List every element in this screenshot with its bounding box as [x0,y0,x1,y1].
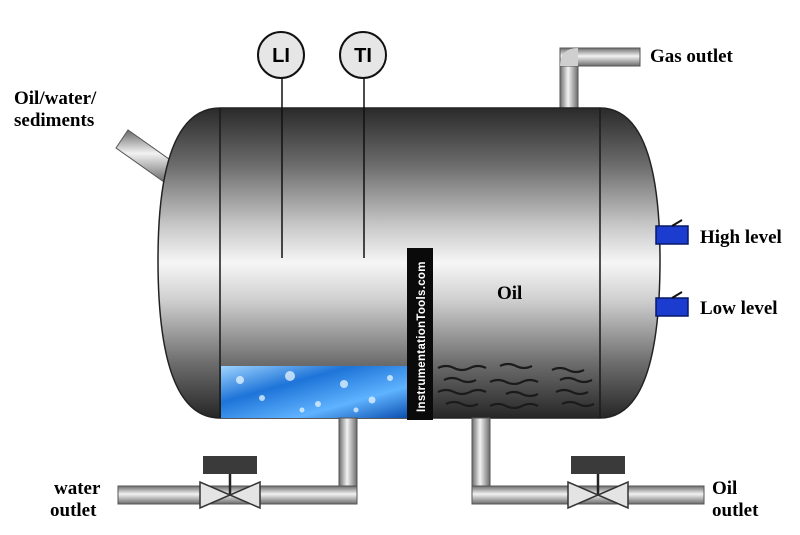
weir-plate: InstrumentationTools.com [407,248,433,420]
inlet-label-line1: Oil/water/ [14,88,97,109]
inlet-label-line2: sediments [14,110,94,131]
oil-zone-label: Oil [497,283,522,304]
water-layer [221,366,407,418]
oil-outlet-valve [567,456,629,510]
ti-label: TI [354,45,372,67]
water-outlet-label-line2: outlet [50,500,97,521]
low-level-switch [655,291,689,317]
gas-outlet-label: Gas outlet [650,46,734,67]
li-label: LI [272,45,290,67]
temperature-indicator: TI [339,31,387,79]
oil-outlet-label-line1: Oil [712,478,737,499]
gas-outlet-pipe [559,47,641,113]
low-level-label: Low level [700,298,778,319]
high-level-label: High level [700,227,782,248]
water-outlet-valve [199,456,261,510]
level-indicator: LI [257,31,305,79]
oil-outlet-label-line2: outlet [712,500,759,521]
water-outlet-label-line1: water [54,478,101,499]
watermark-text: InstrumentationTools.com [416,261,428,412]
sediment-layer [437,362,595,410]
high-level-switch [655,219,689,245]
water-bubbles [236,371,393,413]
